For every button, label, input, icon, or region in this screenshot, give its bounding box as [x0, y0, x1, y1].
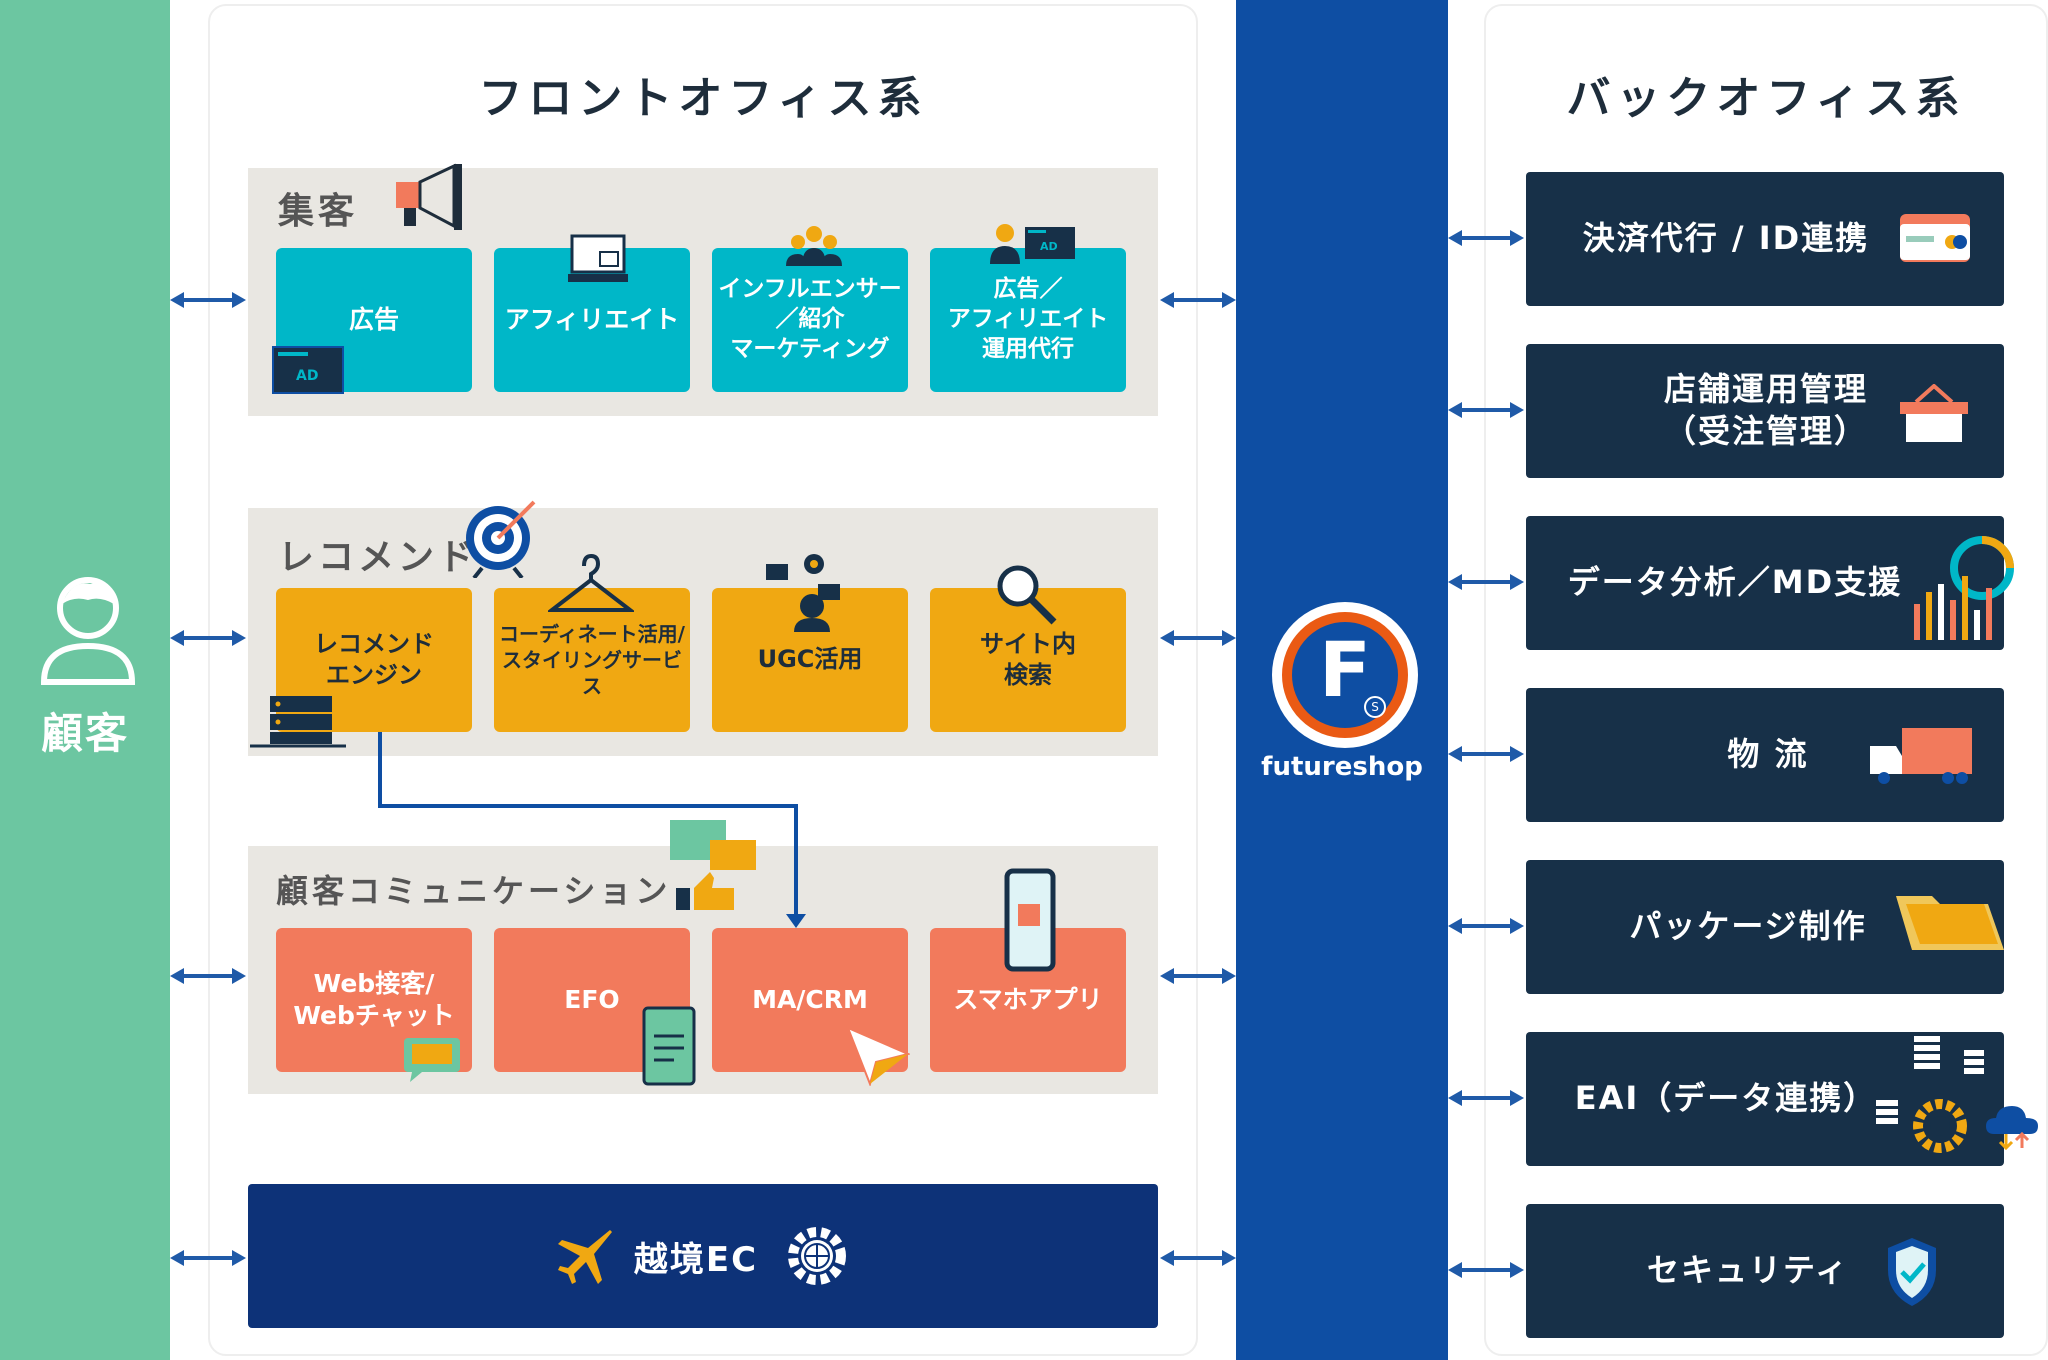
server-icon [250, 696, 346, 748]
tile-influencer: インフルエンサー ／紹介 マーケティング [712, 248, 908, 392]
hanger-icon [548, 553, 634, 612]
back-item-label: 決済代行 / ID連携 [1582, 219, 1870, 258]
back-item-label: EAI（データ連携） [1574, 1079, 1878, 1118]
card-icon [1900, 214, 1970, 262]
megaphone-icon [396, 163, 462, 230]
person-icon [40, 577, 136, 685]
form-icon [642, 1006, 696, 1086]
back-item-label: パッケージ制作 [1629, 907, 1867, 946]
cloud-sync-icon [1986, 1106, 2038, 1151]
back-item-logistics: 物 流 [1526, 688, 2004, 822]
back-item-analytics: データ分析／MD支援 [1526, 516, 2014, 650]
platform-brand: futureshop [1261, 752, 1423, 782]
paper-plane-icon [846, 1026, 910, 1086]
computer-icon [568, 234, 628, 282]
chart-icon [1914, 536, 2014, 640]
ad-window-label: AD [296, 368, 319, 384]
basket-icon [1900, 384, 1968, 442]
back-item-label: データ分析／MD支援 [1567, 563, 1903, 602]
ad-card-icon: AD [1024, 226, 1076, 260]
back-item-payment: 決済代行 / ID連携 [1526, 172, 2004, 306]
airplane-icon [557, 1230, 612, 1284]
back-item-security: セキュリティ [1526, 1204, 2004, 1338]
logo-letter: F [1319, 625, 1371, 714]
tile-site-search: サイト内 検索 [930, 588, 1126, 732]
gear-globe-icon [788, 1227, 847, 1285]
back-item-label: 店舗運用管理 （受注管理） [1663, 370, 1868, 450]
truck-icon [1870, 728, 1972, 784]
chat-icon [670, 820, 756, 910]
bubble-icon [404, 1038, 460, 1082]
back-item-label: 物 流 [1727, 735, 1809, 774]
global-ec-label: 越境EC [633, 1239, 759, 1280]
group-title-recommend: レコメンド [278, 537, 479, 578]
front-office-title: フロントオフィス系 [478, 73, 928, 124]
logo-mark: S [1364, 696, 1386, 718]
server-gear-icon [1876, 1036, 1984, 1153]
tile-ad-operation: 広告／ アフィリエイト 運用代行 [930, 248, 1126, 392]
group-title-collect: 集客 [278, 191, 359, 232]
smartphone-icon [1004, 868, 1056, 972]
ad-card-label: AD [1040, 240, 1058, 253]
platform-logo: F S [1272, 602, 1418, 748]
search-icon [997, 565, 1057, 625]
package-icon [1896, 896, 2004, 950]
back-item-eai: EAI（データ連携） [1526, 1032, 2004, 1166]
customer-label: 顧客 [40, 709, 129, 758]
people-icon [786, 226, 842, 266]
group-title-communication: 顧客コミュニケーション [276, 872, 672, 910]
target-icon [466, 500, 536, 578]
shield-icon [1888, 1238, 1936, 1306]
back-item-package: パッケージ制作 [1526, 860, 2004, 994]
global-ec-bar: 越境EC [248, 1184, 1158, 1328]
back-item-store: 店舗運用管理 （受注管理） [1526, 344, 2004, 478]
ad-window-icon: AD [272, 346, 344, 394]
community-icon [766, 554, 840, 632]
person-small-icon [990, 224, 1020, 264]
back-item-label: セキュリティ [1646, 1251, 1850, 1290]
back-office-title: バックオフィス系 [1566, 73, 1966, 124]
